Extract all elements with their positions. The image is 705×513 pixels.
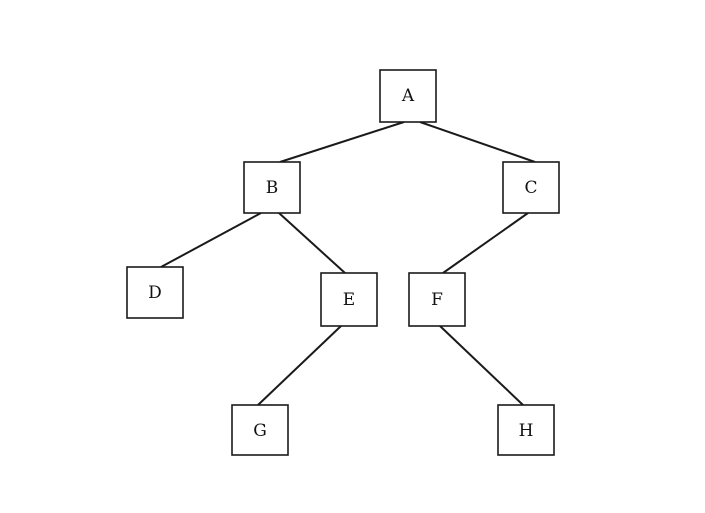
node-label-e: E — [343, 290, 355, 310]
tree-node-f: F — [408, 272, 466, 327]
tree-node-g: G — [231, 404, 289, 456]
tree-node-c: C — [502, 161, 560, 214]
edge-f-h — [439, 325, 524, 406]
node-label-h: H — [519, 421, 534, 441]
node-box-a — [379, 69, 437, 123]
node-box-b — [243, 161, 301, 214]
node-box-d — [126, 266, 184, 319]
node-box-f — [408, 272, 466, 327]
tree-node-b: B — [243, 161, 301, 214]
node-box-c — [502, 161, 560, 214]
edge-b-e — [278, 212, 346, 274]
edge-e-g — [257, 325, 342, 406]
tree-edges — [160, 121, 536, 406]
node-box-e — [320, 272, 378, 327]
node-label-d: D — [148, 283, 162, 303]
node-box-h — [497, 404, 555, 456]
node-label-b: B — [266, 178, 279, 198]
node-box-g — [231, 404, 289, 456]
node-label-g: G — [253, 421, 267, 441]
tree-node-d: D — [126, 266, 184, 319]
tree-node-e: E — [320, 272, 378, 327]
edge-a-c — [419, 121, 536, 163]
tree-node-a: A — [379, 69, 437, 123]
node-label-a: A — [401, 86, 415, 106]
edge-b-d — [160, 212, 262, 268]
tree-node-h: H — [497, 404, 555, 456]
node-label-c: C — [524, 178, 537, 198]
node-label-f: F — [431, 290, 443, 310]
edge-a-b — [279, 121, 405, 163]
edge-c-f — [442, 212, 529, 274]
